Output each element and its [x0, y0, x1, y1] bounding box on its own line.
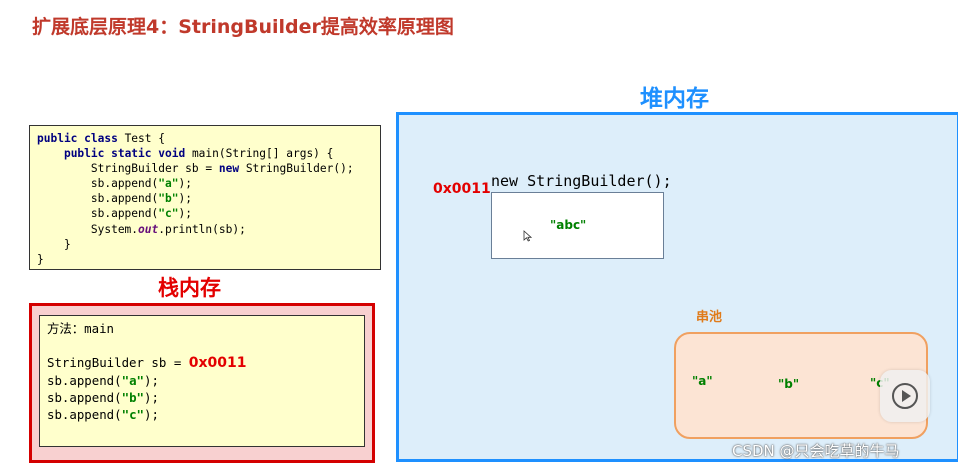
code-token: sb.append( — [37, 192, 159, 206]
code-token: StringBuilder sb = — [37, 162, 219, 176]
code-token: "b" — [158, 192, 179, 206]
code-token: Test { — [117, 132, 165, 145]
code-block: public class Test { public static void m… — [29, 125, 381, 270]
code-line: sb.append("a"); — [37, 176, 373, 191]
code-line: System.out.println(sb); — [37, 222, 373, 237]
code-line: } — [37, 237, 373, 252]
stack-append-token: "a" — [121, 373, 144, 388]
mouse-cursor-icon — [523, 230, 533, 245]
code-token: System. — [37, 222, 139, 236]
code-token: public class — [37, 132, 118, 145]
code-token: public static void — [63, 147, 186, 161]
code-token — [37, 147, 64, 160]
string-pool-label: 串池 — [696, 310, 723, 325]
stack-append-line: sb.append("c"); — [47, 406, 357, 423]
page-title: 扩展底层原理4：StringBuilder提高效率原理图 — [32, 16, 454, 38]
stack-append-token: sb.append( — [47, 373, 122, 388]
code-token: StringBuilder(); — [239, 162, 354, 176]
code-token: main(String[] args) { — [185, 147, 334, 161]
code-token: sb.append( — [37, 207, 159, 221]
watermark: CSDN @只会吃草的牛马 — [732, 442, 900, 460]
stack-append-token: "b" — [121, 390, 144, 405]
code-token: ); — [178, 207, 192, 221]
play-button[interactable] — [880, 370, 930, 422]
stack-assign-line: StringBuilder sb = 0x0011 — [47, 354, 357, 372]
stack-append-line: sb.append("a"); — [47, 372, 357, 389]
code-token: ); — [178, 192, 192, 206]
code-token: .println(sb); — [158, 222, 246, 236]
pool-item-b: "b" — [778, 377, 800, 391]
stringbuilder-object-box — [491, 192, 664, 259]
code-line: StringBuilder sb = new StringBuilder(); — [37, 161, 373, 176]
stack-address: 0x0011 — [188, 355, 247, 371]
stack-append-token: ); — [144, 390, 159, 405]
stack-append-token: "c" — [121, 407, 144, 422]
stack-frame: 方法：main StringBuilder sb = 0x0011 sb.app… — [39, 315, 365, 447]
code-line: public static void main(String[] args) { — [37, 146, 373, 161]
stack-append-line: sb.append("b"); — [47, 389, 357, 406]
pool-item-a: "a" — [692, 374, 713, 388]
code-token: ); — [178, 177, 192, 191]
stack-append-token: ); — [144, 373, 159, 388]
code-line: } — [37, 252, 373, 267]
code-token: } — [37, 252, 44, 266]
code-line: sb.append("b"); — [37, 191, 373, 206]
code-token: sb.append( — [37, 177, 159, 191]
stringbuilder-value: "abc" — [550, 218, 587, 232]
stack-append-lines: sb.append("a");sb.append("b");sb.append(… — [47, 372, 357, 423]
code-token: } — [37, 237, 71, 251]
code-token: out — [138, 222, 159, 236]
play-icon — [892, 383, 918, 409]
code-token: new — [218, 162, 240, 176]
code-line: public class Test { — [37, 131, 373, 146]
code-token: "c" — [158, 207, 179, 221]
code-line: sb.append("c"); — [37, 206, 373, 221]
stack-memory-title: 栈内存 — [158, 276, 221, 300]
heap-object-address: 0x0011 — [433, 181, 491, 197]
stack-assign-prefix: StringBuilder sb = — [47, 355, 189, 370]
stack-append-token: sb.append( — [47, 407, 122, 422]
stack-append-token: ); — [144, 407, 159, 422]
stack-method-line: 方法：main — [47, 321, 115, 336]
heap-memory-title: 堆内存 — [640, 86, 709, 112]
code-token: "a" — [158, 177, 179, 191]
stack-append-token: sb.append( — [47, 390, 122, 405]
heap-new-expression: new StringBuilder(); — [491, 172, 672, 190]
